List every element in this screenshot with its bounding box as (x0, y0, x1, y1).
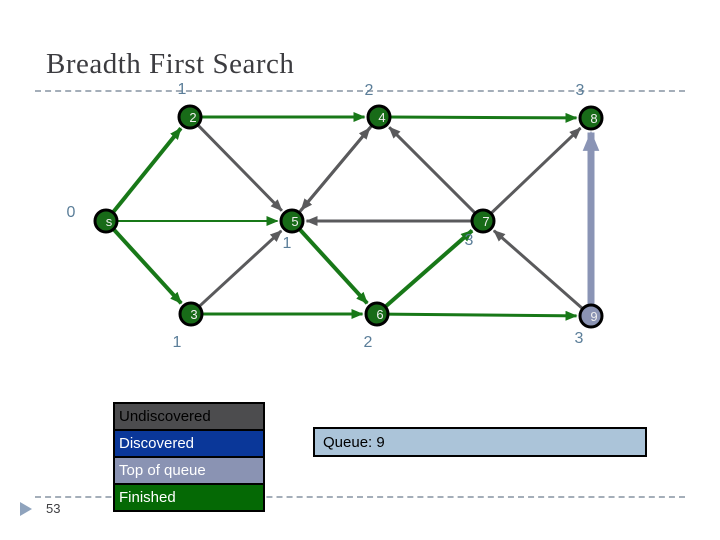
node-3: 3 (178, 301, 204, 327)
node-2: 2 (177, 104, 203, 130)
legend-top-of-queue: Top of queue (113, 456, 265, 485)
node-7: 7 (470, 208, 496, 234)
distance-label-8: 3 (575, 82, 585, 99)
distance-label-9: 3 (574, 330, 584, 347)
node-4: 4 (366, 104, 392, 130)
node-5: 5 (279, 208, 305, 234)
page-title: Breadth First Search (46, 48, 295, 80)
distance-label-5: 1 (282, 235, 292, 252)
edge-9-7 (492, 229, 586, 312)
distance-label-s: 0 (66, 204, 76, 221)
edge-s-2 (109, 127, 183, 217)
node-label-5: 5 (291, 214, 298, 229)
node-label-s: s (106, 214, 113, 229)
edge-7-8 (487, 126, 582, 217)
node-label-6: 6 (376, 307, 383, 322)
legend-undiscovered: Undiscovered (113, 402, 265, 431)
node-label-3: 3 (190, 307, 197, 322)
edge-2-5 (194, 121, 283, 212)
distance-label-3: 1 (172, 334, 182, 351)
node-s: s (93, 208, 119, 234)
page-number: 53 (46, 501, 61, 516)
node-label-2: 2 (189, 110, 196, 125)
queue-box: Queue: 9 (313, 427, 647, 457)
node-label-9: 9 (590, 309, 597, 324)
state-legend: Undiscovered Discovered Top of queue Fin… (113, 402, 265, 512)
edge-6-9 (384, 310, 578, 321)
legend-finished: Finished (113, 483, 265, 512)
edge-s-3 (109, 225, 183, 305)
distance-label-6: 2 (363, 334, 373, 351)
distance-label-2: 1 (177, 81, 187, 98)
node-label-7: 7 (482, 214, 489, 229)
edge-5-6 (295, 225, 369, 305)
distance-label-7: 3 (464, 232, 474, 249)
node-label-8: 8 (590, 111, 597, 126)
edge-6-7 (381, 229, 474, 311)
edge-5-4 (295, 127, 371, 216)
node-9: 9 (578, 303, 604, 329)
legend-discovered: Discovered (113, 429, 265, 458)
page-marker-icon (20, 501, 32, 516)
title-divider (35, 90, 685, 92)
edge-7-4 (388, 126, 479, 217)
node-8: 8 (578, 105, 604, 131)
node-6: 6 (364, 301, 390, 327)
edge-4-8 (386, 112, 578, 123)
distance-label-4: 2 (364, 82, 374, 99)
node-label-4: 4 (378, 110, 385, 125)
footer-divider (35, 496, 685, 498)
slide-footer: 53 (20, 501, 60, 516)
queue-label: Queue: 9 (323, 433, 385, 451)
edge-3-5 (195, 229, 283, 310)
